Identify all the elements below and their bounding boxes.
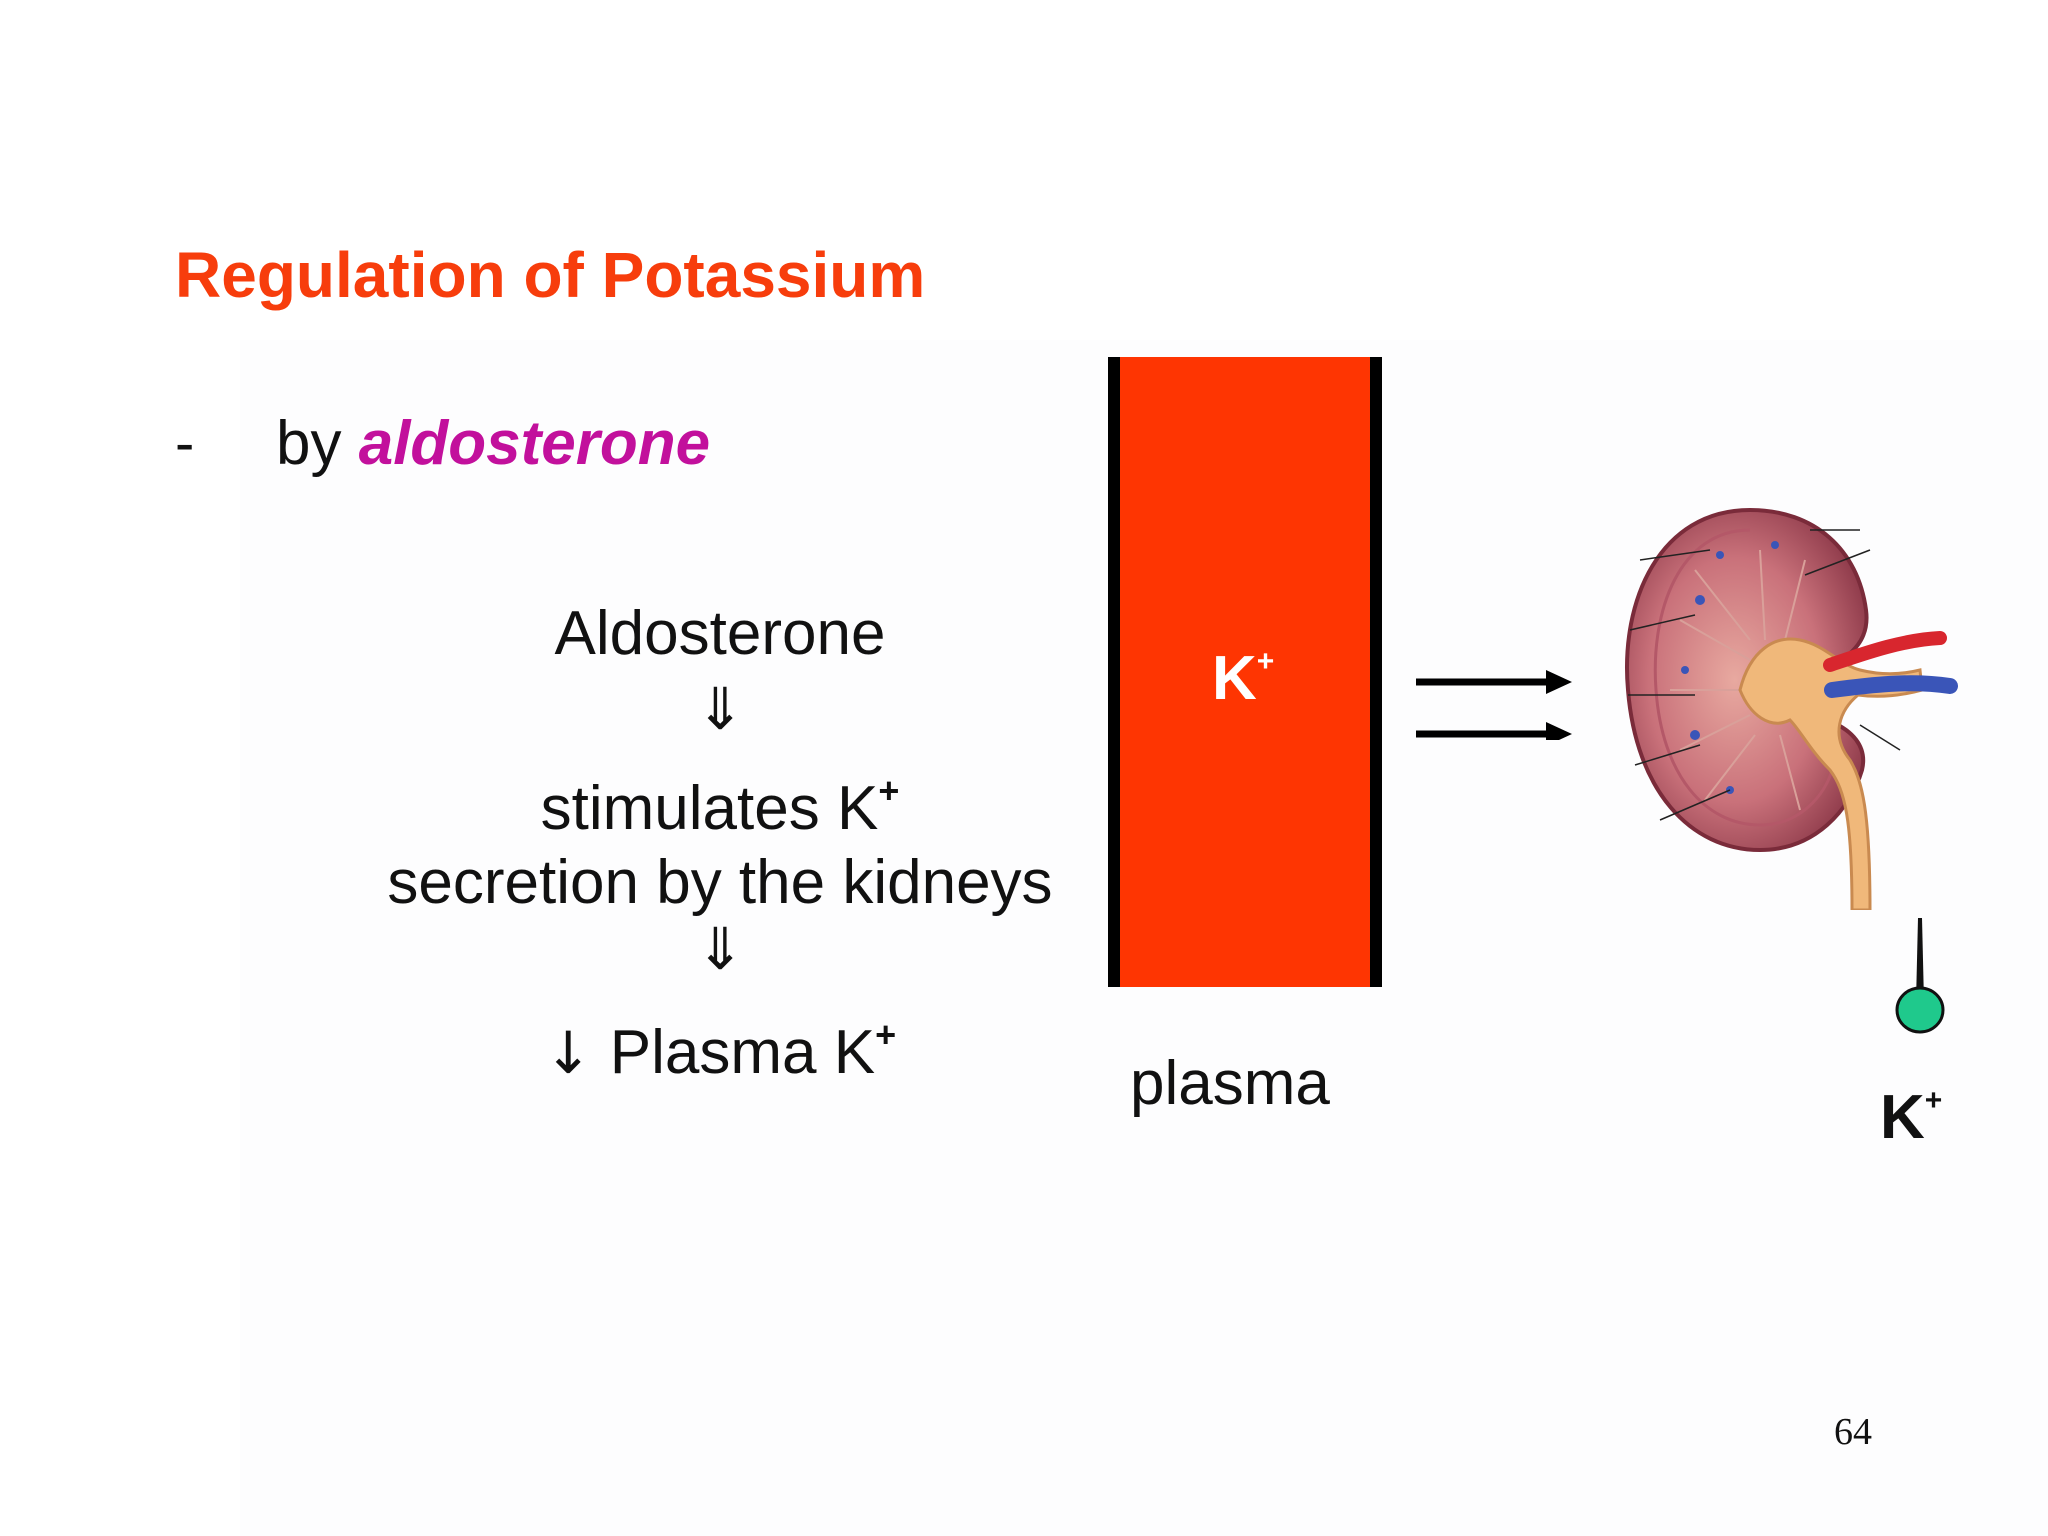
flow-down-arrow-1: ⇓ <box>695 675 745 743</box>
flow-step-secretion: secretion by the kidneys <box>387 848 1053 917</box>
plasma-potassium-sup: + <box>1256 645 1275 678</box>
kidney-illustration-icon <box>1625 507 1958 910</box>
bullet-dash: - <box>175 411 195 476</box>
flow-step-plasma-k: ↓ Plasma K+ <box>300 1017 1140 1084</box>
bullet-prefix: by <box>276 409 342 478</box>
excreted-potassium-sup: + <box>1924 1084 1943 1117</box>
bullet-emphasis: aldosterone <box>358 409 711 478</box>
excreted-potassium-label: K+ <box>1880 1082 1942 1153</box>
flow-right-arrows-icon <box>1416 670 1572 740</box>
flow-step-stimulates: stimulates K+ <box>300 773 1140 840</box>
plasma-potassium-ion: K <box>1212 644 1257 713</box>
flow-step-plasma-k-text: Plasma K <box>609 1018 876 1087</box>
page-number: 64 <box>1834 1411 1872 1453</box>
flow-step-aldosterone: Aldosterone <box>554 599 886 668</box>
potassium-drop-icon <box>1895 918 1945 1034</box>
flow-step-stimulates-text: stimulates K <box>540 774 879 843</box>
flow-step-stimulates-sup: + <box>878 770 900 811</box>
slide-title: Regulation of Potassium <box>175 239 926 311</box>
plasma-label: plasma <box>1130 1049 1330 1118</box>
plasma-potassium-label: K+ <box>1212 643 1274 714</box>
bullet-text: by aldosterone <box>276 408 710 479</box>
flow-down-arrow-2: ⇓ <box>695 915 745 983</box>
flow-step-plasma-k-sup: + <box>875 1014 897 1055</box>
decrease-arrow-icon: ↓ <box>543 1019 593 1087</box>
excreted-potassium-ion: K <box>1880 1083 1925 1152</box>
plasma-compartment <box>1108 357 1382 987</box>
